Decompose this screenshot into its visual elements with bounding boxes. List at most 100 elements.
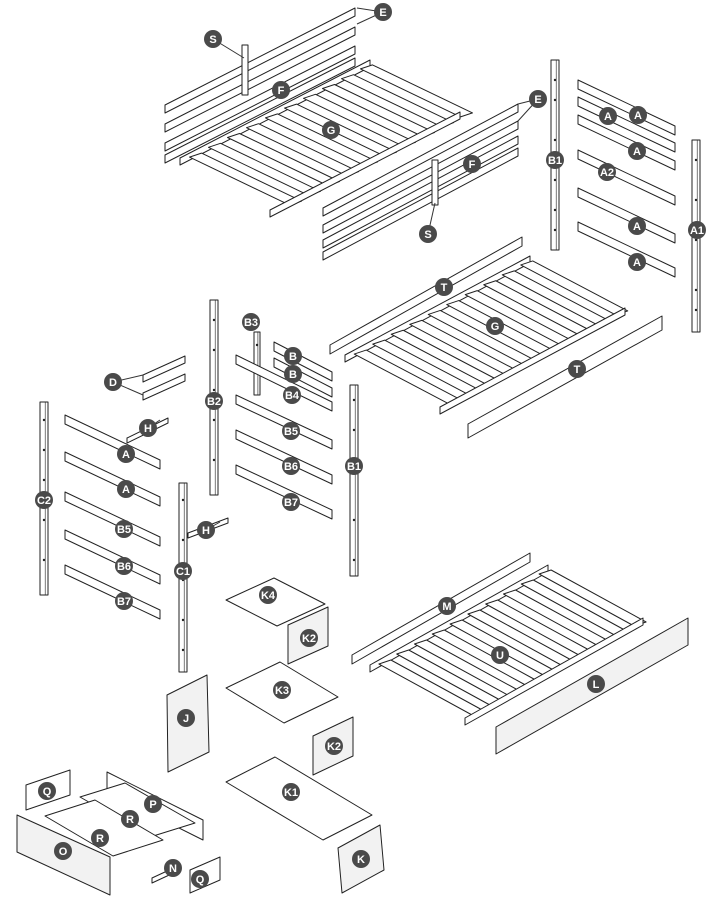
label-B_1: B — [284, 347, 302, 365]
part-C2-post-hole — [42, 518, 46, 522]
part-A1-post-hole — [694, 238, 698, 242]
part-B1-post-hole — [352, 518, 356, 522]
label-D: D — [104, 373, 122, 391]
svg-text:E: E — [379, 7, 386, 19]
part-A1-post-hole — [694, 198, 698, 202]
part-B2-post-hole — [212, 348, 216, 352]
svg-text:B: B — [289, 369, 297, 381]
label-K1: K1 — [282, 783, 300, 801]
label-O: O — [54, 842, 72, 860]
svg-text:K2: K2 — [327, 741, 341, 753]
part-S-strap — [241, 44, 249, 96]
part-B1-post-hole — [553, 208, 557, 212]
part-B1-post-hole — [553, 138, 557, 142]
label-Q2: Q — [191, 870, 209, 888]
part-C1-post-hole — [181, 538, 185, 542]
part-B1-post — [349, 384, 359, 577]
svg-text:B5: B5 — [117, 524, 131, 536]
part-B1-post-hole — [352, 428, 356, 432]
part-F-rail — [322, 120, 519, 234]
label-K2b: K2 — [325, 737, 343, 755]
part-E-rail — [164, 7, 356, 114]
part-B1-post-hole — [553, 178, 557, 182]
label-N: N — [164, 859, 182, 877]
part-E-rail — [322, 103, 519, 217]
label-J: J — [177, 709, 195, 727]
part-B2-post-hole — [212, 458, 216, 462]
part-B3-post — [253, 331, 261, 396]
part-C2-post-hole — [42, 478, 46, 482]
label-A1: A1 — [688, 221, 706, 239]
label-B2: B2 — [205, 392, 223, 410]
part-A-rail — [577, 187, 676, 244]
part-K1-panel — [225, 756, 373, 841]
svg-text:B5: B5 — [284, 426, 298, 438]
label-F1: F — [272, 81, 290, 99]
label-A_2: A — [629, 106, 647, 124]
label-A_5: A — [628, 253, 646, 271]
svg-text:A: A — [633, 257, 641, 269]
label-B_2: B — [284, 365, 302, 383]
svg-text:E: E — [534, 94, 541, 106]
svg-text:A: A — [634, 110, 642, 122]
svg-text:C2: C2 — [37, 495, 51, 507]
svg-text:T: T — [441, 282, 448, 294]
svg-text:B6: B6 — [284, 461, 298, 473]
svg-text:B4: B4 — [285, 390, 300, 402]
label-A_4: A — [628, 217, 646, 235]
part-labels: E S F G E F S A A A A2 A A A1 B1 T G T B… — [35, 3, 706, 888]
part-C1-post-hole — [181, 648, 185, 652]
label-R2: R — [91, 829, 109, 847]
part-C2-post-hole — [42, 418, 46, 422]
part-A1-post-hole — [694, 158, 698, 162]
label-B1a: B1 — [546, 151, 564, 169]
svg-text:P: P — [149, 799, 156, 811]
svg-text:J: J — [183, 713, 189, 725]
part-S-strap — [431, 159, 439, 206]
svg-text:C1: C1 — [176, 566, 190, 578]
part-A-rail — [577, 221, 676, 278]
part-A1-post-hole — [694, 308, 698, 312]
label-Q1: Q — [38, 782, 56, 800]
svg-text:H: H — [202, 525, 210, 537]
svg-text:B6: B6 — [117, 561, 131, 573]
svg-text:F: F — [469, 159, 476, 171]
svg-text:A: A — [122, 484, 130, 496]
label-M: M — [438, 597, 456, 615]
label-C1: C1 — [174, 562, 192, 580]
svg-text:H: H — [144, 423, 152, 435]
svg-text:B1: B1 — [347, 461, 361, 473]
label-B6a: B6 — [282, 457, 300, 475]
part-B-rail — [235, 354, 333, 412]
svg-text:R: R — [96, 833, 104, 845]
part-B2-post-hole — [212, 318, 216, 322]
part-C2-post-hole — [42, 558, 46, 562]
label-G1: G — [322, 121, 340, 139]
label-E2: E — [529, 90, 547, 108]
label-A_7: A — [117, 480, 135, 498]
part-B2-post-hole — [212, 418, 216, 422]
svg-text:S: S — [424, 229, 431, 241]
part-G-rail — [269, 111, 461, 218]
label-K2a: K2 — [300, 629, 318, 647]
label-E1: E — [374, 3, 392, 21]
label-G2: G — [486, 317, 504, 335]
svg-text:M: M — [442, 601, 451, 613]
svg-text:N: N — [169, 863, 177, 875]
svg-text:K2: K2 — [302, 633, 316, 645]
part-C1-post-hole — [181, 618, 185, 622]
svg-text:B1: B1 — [548, 155, 562, 167]
label-B7a: B7 — [282, 493, 300, 511]
part-B1-post-hole — [553, 98, 557, 102]
label-C2: C2 — [35, 491, 53, 509]
svg-text:A2: A2 — [600, 167, 614, 179]
svg-text:S: S — [209, 34, 216, 46]
svg-text:L: L — [593, 679, 600, 691]
part-G-slat — [520, 260, 629, 316]
part-G-rail — [439, 307, 626, 415]
part-F-rail — [322, 147, 519, 261]
part-U-slat — [538, 569, 647, 627]
svg-text:G: G — [327, 125, 336, 137]
label-L: L — [587, 675, 605, 693]
svg-text:K1: K1 — [284, 787, 298, 799]
